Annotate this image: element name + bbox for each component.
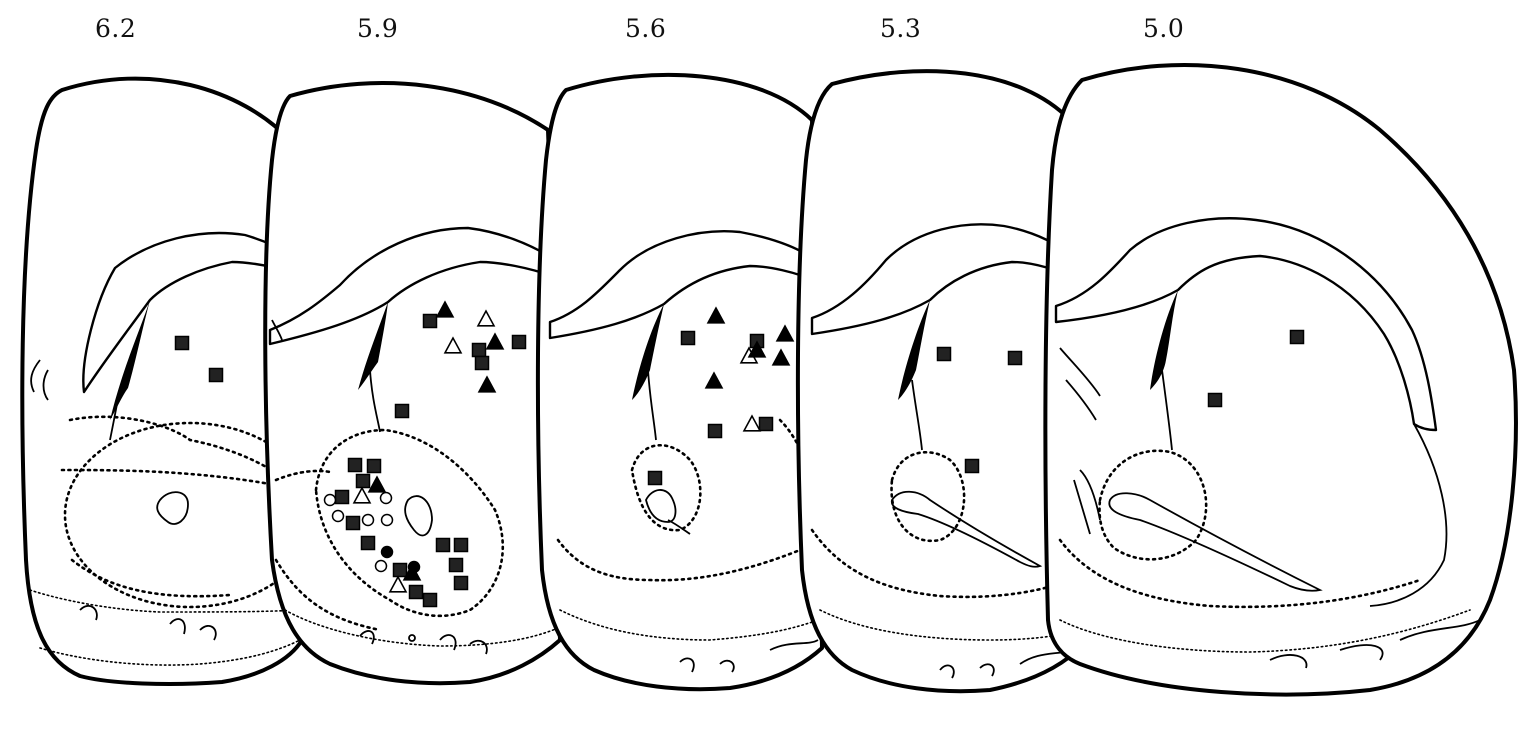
- marker-filled-circle: [382, 547, 393, 558]
- marker-filled-square: [682, 332, 695, 345]
- marker-open-circle: [376, 561, 387, 572]
- marker-open-circle: [325, 495, 336, 506]
- marker-filled-square: [368, 460, 381, 473]
- marker-filled-square: [649, 472, 662, 485]
- marker-filled-square: [450, 559, 463, 572]
- marker-filled-square: [760, 418, 773, 431]
- marker-open-circle: [382, 515, 393, 526]
- marker-filled-square: [476, 357, 489, 370]
- marker-filled-square: [424, 315, 437, 328]
- brain-section-3: [538, 75, 822, 689]
- marker-filled-square: [455, 577, 468, 590]
- marker-filled-square: [455, 539, 468, 552]
- marker-filled-square: [1291, 331, 1304, 344]
- marker-filled-square: [362, 537, 375, 550]
- brain-section-5: [1045, 65, 1516, 695]
- marker-filled-square: [473, 344, 486, 357]
- marker-filled-square: [210, 369, 223, 382]
- marker-open-circle: [381, 493, 392, 504]
- marker-filled-square: [410, 586, 423, 599]
- marker-filled-square: [1209, 394, 1222, 407]
- marker-filled-square: [513, 336, 526, 349]
- marker-filled-square: [347, 517, 360, 530]
- marker-filled-square: [336, 491, 349, 504]
- marker-filled-square: [396, 405, 409, 418]
- brain-section-4: [798, 71, 1082, 691]
- marker-filled-square: [357, 475, 370, 488]
- marker-filled-square: [709, 425, 722, 438]
- marker-filled-square: [938, 348, 951, 361]
- marker-open-circle: [333, 511, 344, 522]
- marker-filled-square: [394, 564, 407, 577]
- marker-filled-square: [176, 337, 189, 350]
- marker-filled-square: [349, 459, 362, 472]
- marker-filled-square: [966, 460, 979, 473]
- marker-filled-square: [424, 594, 437, 607]
- marker-filled-square: [1009, 352, 1022, 365]
- marker-open-circle: [363, 515, 374, 526]
- marker-filled-square: [437, 539, 450, 552]
